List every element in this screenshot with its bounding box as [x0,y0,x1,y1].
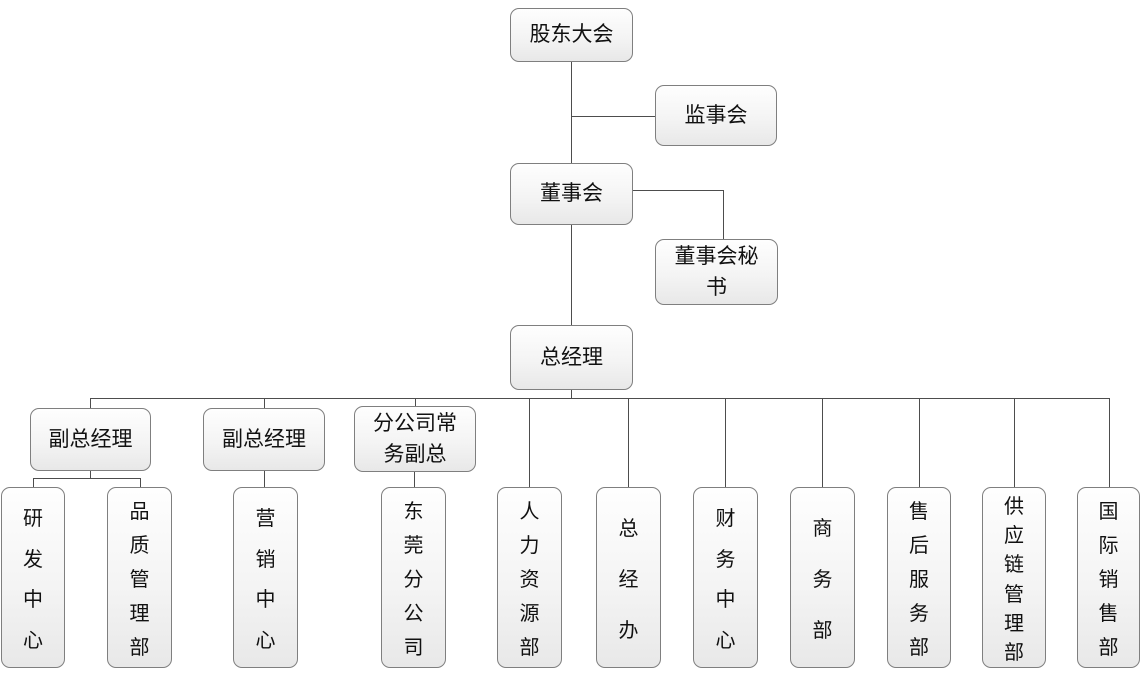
node-label: 分公司常务副总 [373,410,457,467]
node-label: 董事会秘书 [674,243,759,300]
node-international-sales-dept: 国际销售部 [1077,487,1140,668]
connector-drop-intl-sales [1109,398,1110,487]
connector-drop-deputy-gm-1 [90,398,91,408]
node-label: 商务部 [812,518,833,642]
connector-drop-deputy-gm-2 [264,398,265,408]
node-general-manager: 总经理 [510,325,633,390]
node-label: 副总经理 [48,426,133,451]
connector-drop-branch-deputy [415,398,416,406]
node-deputy-gm-2: 副总经理 [203,408,325,471]
connector-deputy1-rail [33,478,140,479]
node-board-secretary: 董事会秘书 [655,239,778,305]
node-label: 总经办 [618,518,639,642]
connector-board-to-secretary-v [723,190,724,239]
node-supply-chain-management-dept: 供应链管理部 [982,487,1046,668]
node-dongguan-branch: 东莞分公司 [381,487,446,668]
connector-shareholders-to-board [571,62,572,163]
node-label: 副总经理 [222,426,306,451]
node-shareholders-meeting: 股东大会 [510,8,633,62]
node-label: 人力资源部 [519,501,540,659]
node-label: 董事会 [540,181,603,206]
node-supervisory-board: 监事会 [655,85,777,146]
connector-deputy1-stub [90,471,91,478]
node-label: 财务中心 [715,507,736,653]
node-label: 东莞分公司 [403,501,424,659]
node-label: 供应链管理部 [1004,496,1024,664]
node-finance-center: 财务中心 [693,487,758,668]
node-label: 售后服务部 [909,501,929,659]
node-branch-executive-deputy-gm: 分公司常务副总 [354,406,476,472]
connector-drop-quality [140,478,141,487]
connector-drop-supply-chain [1014,398,1015,487]
connector-gm-rail [90,398,1109,399]
node-quality-management-dept: 品质管理部 [107,487,172,668]
connector-drop-marketing [264,471,265,487]
connector-board-to-gm [571,225,572,325]
node-commerce-dept: 商务部 [790,487,855,668]
connector-drop-finance [725,398,726,487]
node-hr-dept: 人力资源部 [497,487,562,668]
node-deputy-gm-1: 副总经理 [30,408,151,471]
connector-drop-after-sales [919,398,920,487]
node-label: 监事会 [684,102,748,127]
node-board-of-directors: 董事会 [510,163,633,225]
node-rd-center: 研发中心 [1,487,65,668]
node-label: 研发中心 [23,507,43,653]
node-label: 总经理 [540,344,603,369]
node-after-sales-service-dept: 售后服务部 [887,487,951,668]
node-marketing-center: 营销中心 [233,487,298,668]
connector-drop-gm-office [628,398,629,487]
connector-drop-hr [529,398,530,487]
connector-drop-rd-center [33,478,34,487]
connector-drop-commerce [822,398,823,487]
node-label: 国际销售部 [1098,501,1119,659]
node-gm-office: 总经办 [596,487,661,668]
connector-board-to-secretary-h [633,190,723,191]
node-label: 品质管理部 [129,501,150,659]
node-label: 股东大会 [529,22,614,47]
connector-branch-to-supervisory [571,116,655,117]
connector-gm-stub [571,390,572,398]
connector-drop-dongguan [414,472,415,487]
node-label: 营销中心 [255,507,276,653]
